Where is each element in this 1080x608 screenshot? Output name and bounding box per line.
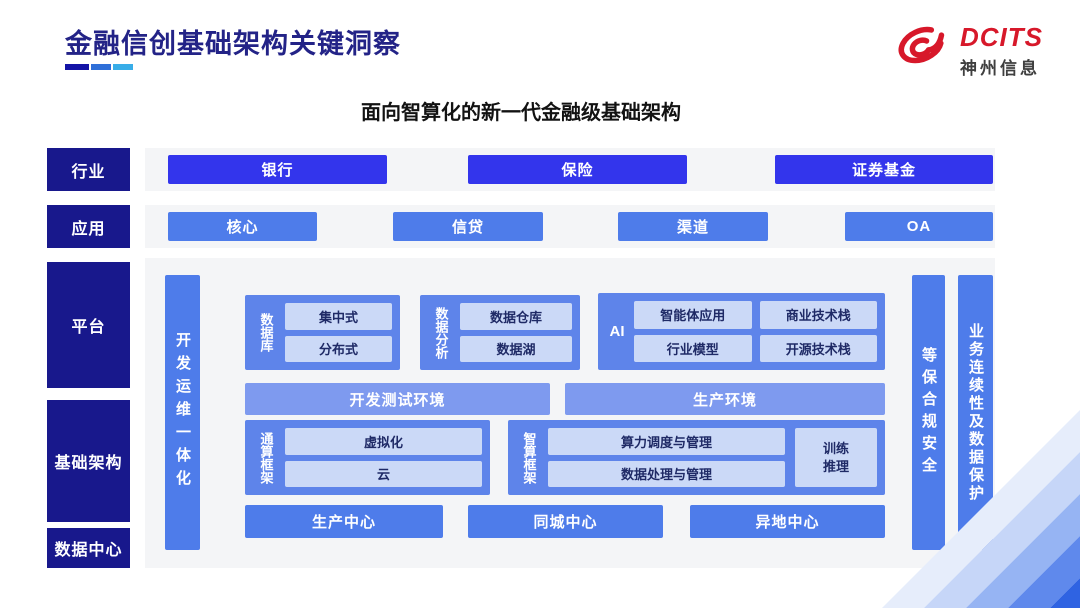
underline-segment-light (113, 64, 133, 70)
center-box-remote: 异地中心 (690, 505, 885, 538)
row-label-datacenter: 数据中心 (47, 528, 130, 568)
general-compute-label: 通算框架 (258, 431, 274, 484)
industry-box-insurance: 保险 (468, 155, 687, 184)
ai-label: AI (609, 323, 625, 340)
underline-segment-dark (65, 64, 89, 70)
database-label: 数据库 (258, 313, 274, 352)
row-label-platform: 平台 (47, 262, 130, 388)
title-underline (65, 64, 133, 70)
analytics-item-lake: 数据湖 (460, 335, 572, 362)
industry-box-bank: 银行 (168, 155, 387, 184)
analytics-label: 数据分析 (433, 306, 449, 359)
security-bar-label: 等保合规安全 (920, 346, 937, 479)
general-compute-item-cloud: 云 (285, 460, 482, 487)
devops-vertical-bar: 开发运维一体化 (165, 275, 200, 550)
center-box-production: 生产中心 (245, 505, 443, 538)
platform-panel: 开发运维一体化 数据库 集中式 分布式 数据分析 数据仓库 数据湖 AI (145, 258, 995, 568)
page-title: 金融信创基础架构关键洞察 (65, 29, 401, 59)
app-box-oa: OA (845, 212, 993, 241)
intelligent-compute-item-dataproc: 数据处理与管理 (548, 460, 785, 487)
general-compute-container: 通算框架 虚拟化 云 (245, 420, 490, 495)
center-box-samecity: 同城中心 (468, 505, 663, 538)
security-vertical-bar: 等保合规安全 (912, 275, 945, 550)
app-box-credit: 信贷 (393, 212, 543, 241)
ai-item-commercial-stack: 商业技术栈 (759, 301, 877, 329)
logo-brand-text: DCITS (960, 22, 1043, 52)
intelligent-compute-container: 智算框架 算力调度与管理 数据处理与管理 训练推理 (508, 420, 885, 495)
continuity-bar-label: 业务连续性及数据保护 (967, 322, 984, 503)
industry-box-securities: 证券基金 (775, 155, 993, 184)
corner-stripes-decoration (882, 410, 1080, 608)
row-label-infrastructure: 基础架构 (47, 400, 130, 522)
database-item-distributed: 分布式 (285, 335, 392, 362)
swirl-logo-icon (898, 26, 945, 64)
app-box-core: 核心 (168, 212, 317, 241)
underline-segment-mid (91, 64, 111, 70)
ai-container: AI 智能体应用 商业技术栈 行业模型 开源技术栈 (598, 293, 885, 370)
logo-company-text: 神州信息 (960, 59, 1040, 78)
diagram-subtitle: 面向智算化的新一代金融级基础架构 (361, 102, 681, 124)
intelligent-compute-side-training: 训练推理 (795, 428, 877, 487)
row-label-industry: 行业 (47, 148, 130, 191)
devops-bar-label: 开发运维一体化 (174, 332, 191, 493)
row-label-application: 应用 (47, 205, 130, 248)
ai-item-opensource-stack: 开源技术栈 (759, 334, 877, 362)
analytics-item-warehouse: 数据仓库 (460, 303, 572, 330)
app-box-channel: 渠道 (618, 212, 768, 241)
ai-item-agent-apps: 智能体应用 (634, 301, 752, 329)
database-item-centralized: 集中式 (285, 303, 392, 330)
database-container: 数据库 集中式 分布式 (245, 295, 400, 370)
general-compute-item-virtualization: 虚拟化 (285, 428, 482, 455)
intelligent-compute-item-scheduling: 算力调度与管理 (548, 428, 785, 455)
analytics-container: 数据分析 数据仓库 数据湖 (420, 295, 580, 370)
intelligent-compute-label: 智算框架 (521, 431, 537, 484)
env-bar-production: 生产环境 (565, 383, 885, 415)
ai-item-industry-models: 行业模型 (634, 334, 752, 362)
env-bar-devtest: 开发测试环境 (245, 383, 550, 415)
